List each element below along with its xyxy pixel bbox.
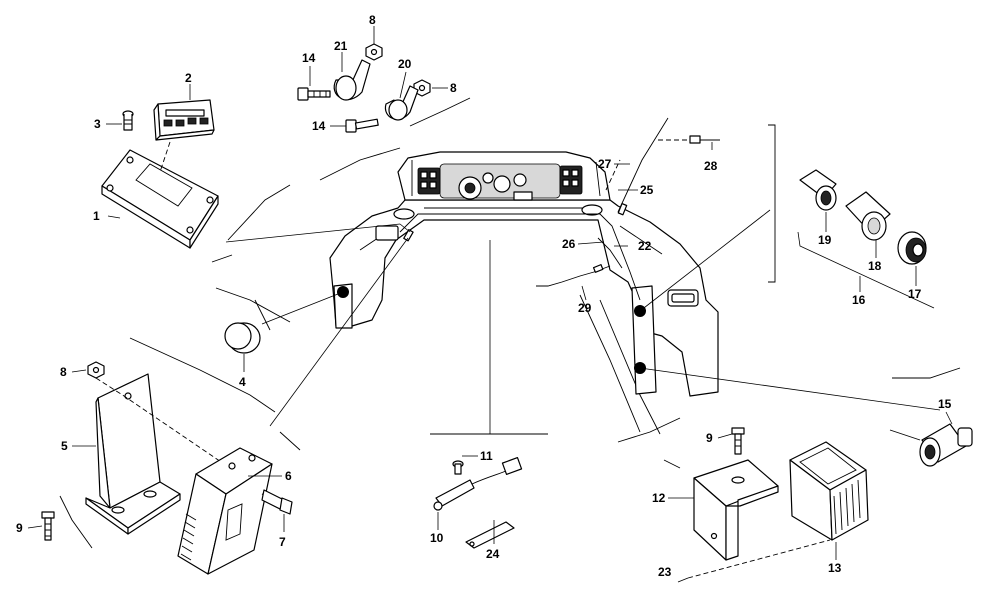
- callout-20: 20: [398, 57, 412, 71]
- callout-5: 5: [61, 439, 68, 453]
- part-17-socket-ring: [897, 231, 927, 265]
- callout-9-left-bolt: 9: [16, 521, 23, 535]
- callout-18: 18: [868, 259, 882, 273]
- callout-7: 7: [279, 535, 286, 549]
- callout-10: 10: [430, 531, 444, 545]
- callout-2: 2: [185, 71, 192, 85]
- callout-29: 29: [578, 301, 592, 315]
- part-5-bracket: [85, 373, 231, 535]
- part-19-socket-cap: [799, 169, 837, 211]
- part-20-clamp: [384, 85, 419, 121]
- part-13-module: [687, 441, 869, 579]
- callout-4: 4: [239, 375, 246, 389]
- cable-harness: [399, 117, 720, 301]
- callout-25: 25: [640, 183, 654, 197]
- part-4-cap: [224, 322, 261, 354]
- callout-12: 12: [652, 491, 666, 505]
- callout-9-right-bolt: 9: [706, 431, 713, 445]
- part-7-bolt: [261, 489, 293, 515]
- part-11-screw: [452, 460, 464, 475]
- callout-8-bracket-nut: 8: [60, 365, 67, 379]
- part-24-tab: [465, 521, 515, 549]
- part-21-clamp: [333, 59, 371, 101]
- dashboard-console: [329, 151, 719, 397]
- part-15-socket: [919, 423, 973, 467]
- callout-14-lower-bolt: 14: [312, 119, 326, 133]
- part-9-bolts: [41, 427, 745, 541]
- part-6-ecu: [177, 447, 273, 575]
- callout-14-top-bolt: 14: [302, 51, 316, 65]
- part-16-bracket-line: [797, 231, 935, 309]
- callout-13: 13: [828, 561, 842, 575]
- callout-27: 27: [598, 157, 612, 171]
- part-1-mounting-plate: [101, 149, 219, 249]
- callout-3: 3: [94, 117, 101, 131]
- part-10-sensor: [433, 457, 523, 511]
- callout-22: 22: [638, 239, 652, 253]
- callout-labels: 1 2 3 4 5 6 7 8 8 8 9 9 10 11 12 13 14 1…: [16, 13, 952, 579]
- callout-8-clamp-nut: 8: [450, 81, 457, 95]
- callout-1: 1: [93, 209, 100, 223]
- callout-26: 26: [562, 237, 576, 251]
- callout-15: 15: [938, 397, 952, 411]
- part-14-bolts: [297, 87, 379, 133]
- part-3-screw: [122, 110, 134, 131]
- callout-16: 16: [852, 293, 866, 307]
- callout-28: 28: [704, 159, 718, 173]
- callout-8-top-nut: 8: [369, 13, 376, 27]
- callout-17: 17: [908, 287, 922, 301]
- part-18-socket-body: [845, 191, 891, 241]
- callout-6: 6: [285, 469, 292, 483]
- callout-23: 23: [658, 565, 672, 579]
- part-12-bracket: [693, 459, 779, 561]
- part-2-control-panel: [153, 99, 215, 173]
- callout-11: 11: [480, 449, 493, 463]
- callout-19: 19: [818, 233, 832, 247]
- context-lines: [59, 97, 961, 549]
- callout-24: 24: [486, 547, 500, 561]
- callout-21: 21: [334, 39, 348, 53]
- leader-lines: [27, 26, 953, 583]
